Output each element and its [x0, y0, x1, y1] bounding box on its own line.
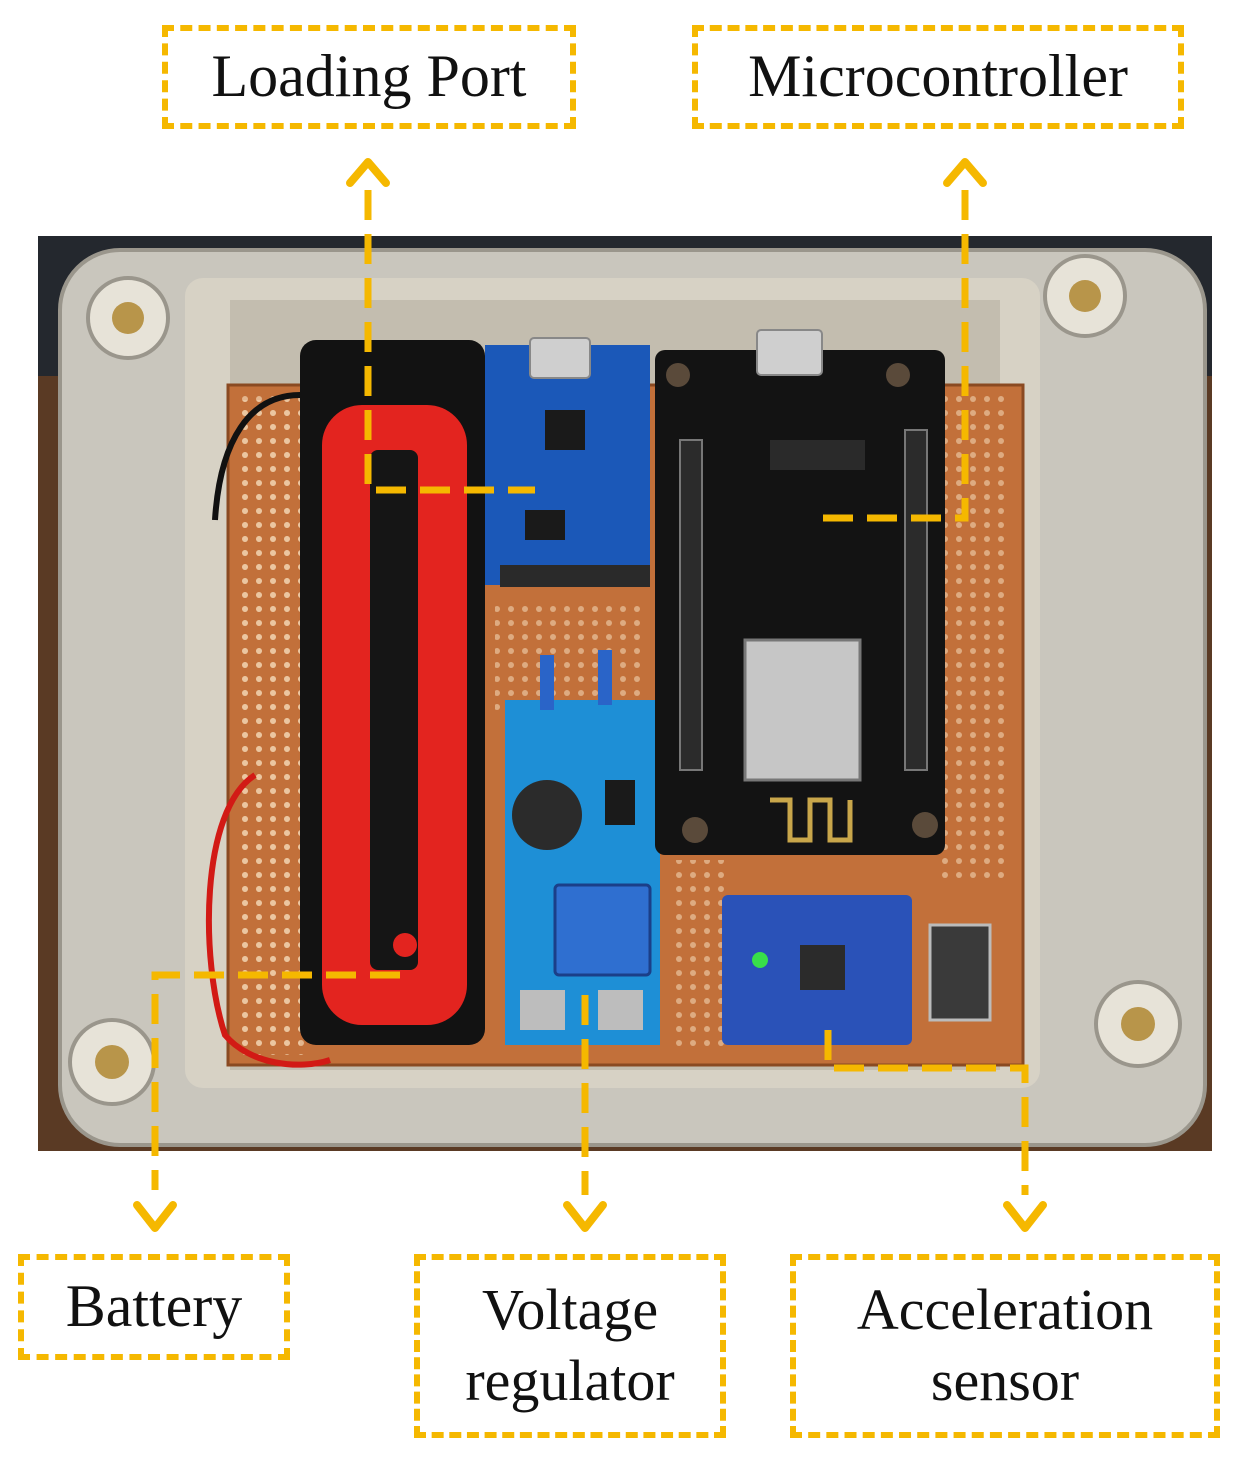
label-voltage-regulator: Voltage regulator: [414, 1254, 726, 1438]
arrowhead-battery: [133, 1201, 177, 1232]
label-microcontroller-text: Microcontroller: [748, 43, 1128, 110]
label-voltage-regulator-line1: Voltage: [481, 1277, 659, 1343]
arrowhead-voltage-regulator: [563, 1201, 607, 1232]
label-microcontroller: Microcontroller: [692, 25, 1184, 129]
microcontroller-board: [655, 350, 945, 855]
wifi-module: [743, 638, 862, 782]
leader-battery: [151, 971, 400, 1190]
regulator-module: [505, 700, 660, 1045]
arrowhead-acceleration-sensor: [1003, 1201, 1047, 1232]
label-voltage-regulator-line2: regulator: [465, 1348, 675, 1413]
label-loading-port-text: Loading Port: [211, 43, 527, 110]
arrowhead-microcontroller: [943, 158, 987, 187]
arrowhead-loading-port: [346, 158, 390, 187]
label-battery: Battery: [18, 1254, 290, 1360]
label-battery-text: Battery: [65, 1273, 243, 1340]
charger-module: [485, 345, 650, 585]
leader-acceleration-sensor: [824, 1030, 1029, 1195]
label-acceleration-sensor-line1: Acceleration: [856, 1277, 1154, 1343]
label-loading-port: Loading Port: [162, 25, 576, 129]
leader-loading-port: [364, 190, 535, 494]
leader-microcontroller: [812, 190, 969, 522]
label-acceleration-sensor-line2: sensor: [930, 1348, 1080, 1413]
label-acceleration-sensor: Acceleration sensor: [790, 1254, 1220, 1438]
